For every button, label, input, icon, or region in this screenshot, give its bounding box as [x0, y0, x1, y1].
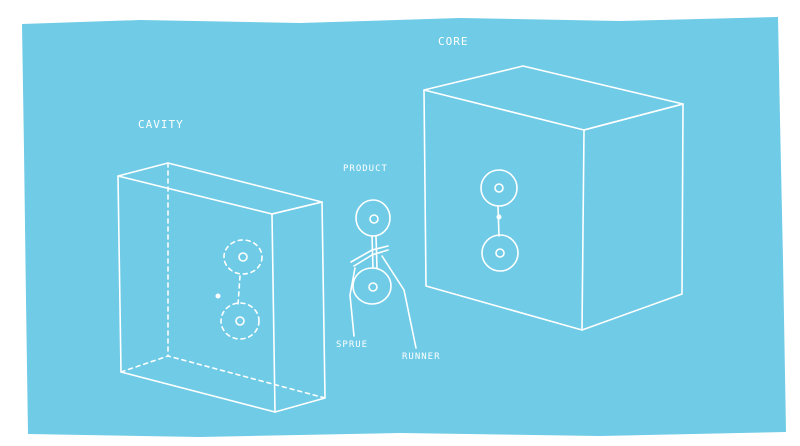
core-label: CORE	[438, 35, 469, 48]
board-background	[22, 17, 786, 437]
cavity-hidden-bottom-edge	[120, 355, 326, 399]
cavity-block	[117, 162, 326, 413]
runner-label: RUNNER	[402, 352, 441, 362]
cavity-lower-impression	[220, 302, 260, 340]
product-lower-disc	[352, 267, 392, 305]
cavity-upper-impression	[223, 239, 263, 275]
cavity-front-face	[117, 175, 276, 413]
sprue-label: SPRUE	[336, 340, 369, 350]
core-upper-boss	[480, 169, 518, 207]
core-sprue-point	[496, 214, 502, 220]
core-upper-boss-center	[494, 183, 504, 193]
cavity-lower-impression-center	[235, 316, 245, 326]
product-runner	[371, 235, 378, 269]
cavity-right-face	[271, 201, 326, 413]
product-part	[349, 199, 417, 349]
core-lower-boss	[481, 234, 519, 272]
product-sprue	[350, 245, 389, 267]
core-front-face	[423, 89, 585, 331]
cavity-sprue-hole	[215, 293, 221, 299]
core-right-face	[581, 103, 684, 331]
runner-pointer-line	[381, 255, 417, 349]
product-lower-hole	[368, 282, 378, 292]
product-upper-hole	[369, 214, 379, 224]
cavity-runner-channel	[237, 275, 241, 306]
core-block	[423, 65, 684, 331]
core-runner-line	[497, 205, 500, 237]
cavity-upper-impression-center	[238, 252, 248, 262]
product-upper-disc	[355, 199, 391, 237]
cavity-label: CAVITY	[138, 118, 184, 131]
product-label: PRODUCT	[343, 164, 388, 174]
core-lower-boss-center	[495, 248, 505, 258]
sprue-pointer-line	[349, 267, 356, 337]
